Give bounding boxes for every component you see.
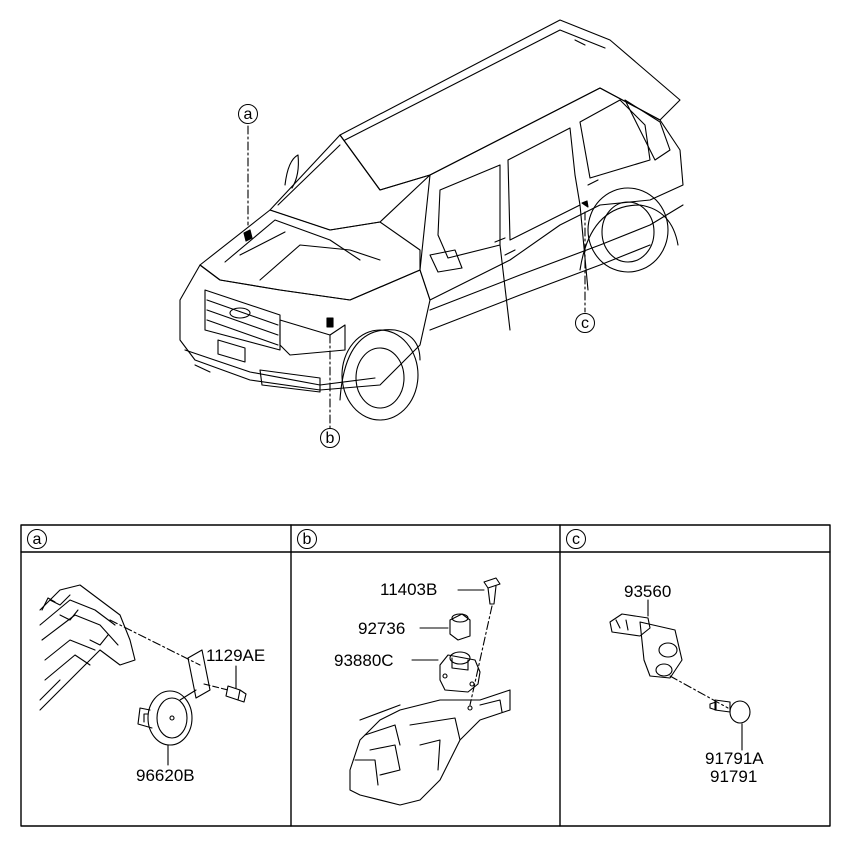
callout-c: c	[575, 313, 595, 333]
part-label-92736: 92736	[358, 619, 406, 638]
table-header-a: a	[27, 529, 47, 549]
table-header-b: b	[297, 529, 317, 549]
parts-table	[20, 524, 831, 827]
part-label-96620b: 96620B	[136, 766, 195, 785]
part-label-1129ae: 1129AE	[206, 646, 266, 665]
part-label-93880c: 93880C	[334, 651, 394, 670]
panel-a-illustration	[39, 584, 247, 766]
vehicle-illustration	[179, 19, 684, 429]
callout-a: a	[238, 104, 258, 124]
part-label-91791: 91791	[710, 767, 758, 786]
part-label-93560: 93560	[624, 582, 672, 601]
callout-b: b	[320, 428, 340, 448]
part-label-91791a: 91791A	[705, 749, 764, 768]
part-label-11403b: 11403B	[380, 580, 438, 599]
table-header-c: c	[566, 529, 586, 549]
panel-b-illustration	[349, 577, 511, 806]
panel-c-illustration	[609, 599, 751, 751]
